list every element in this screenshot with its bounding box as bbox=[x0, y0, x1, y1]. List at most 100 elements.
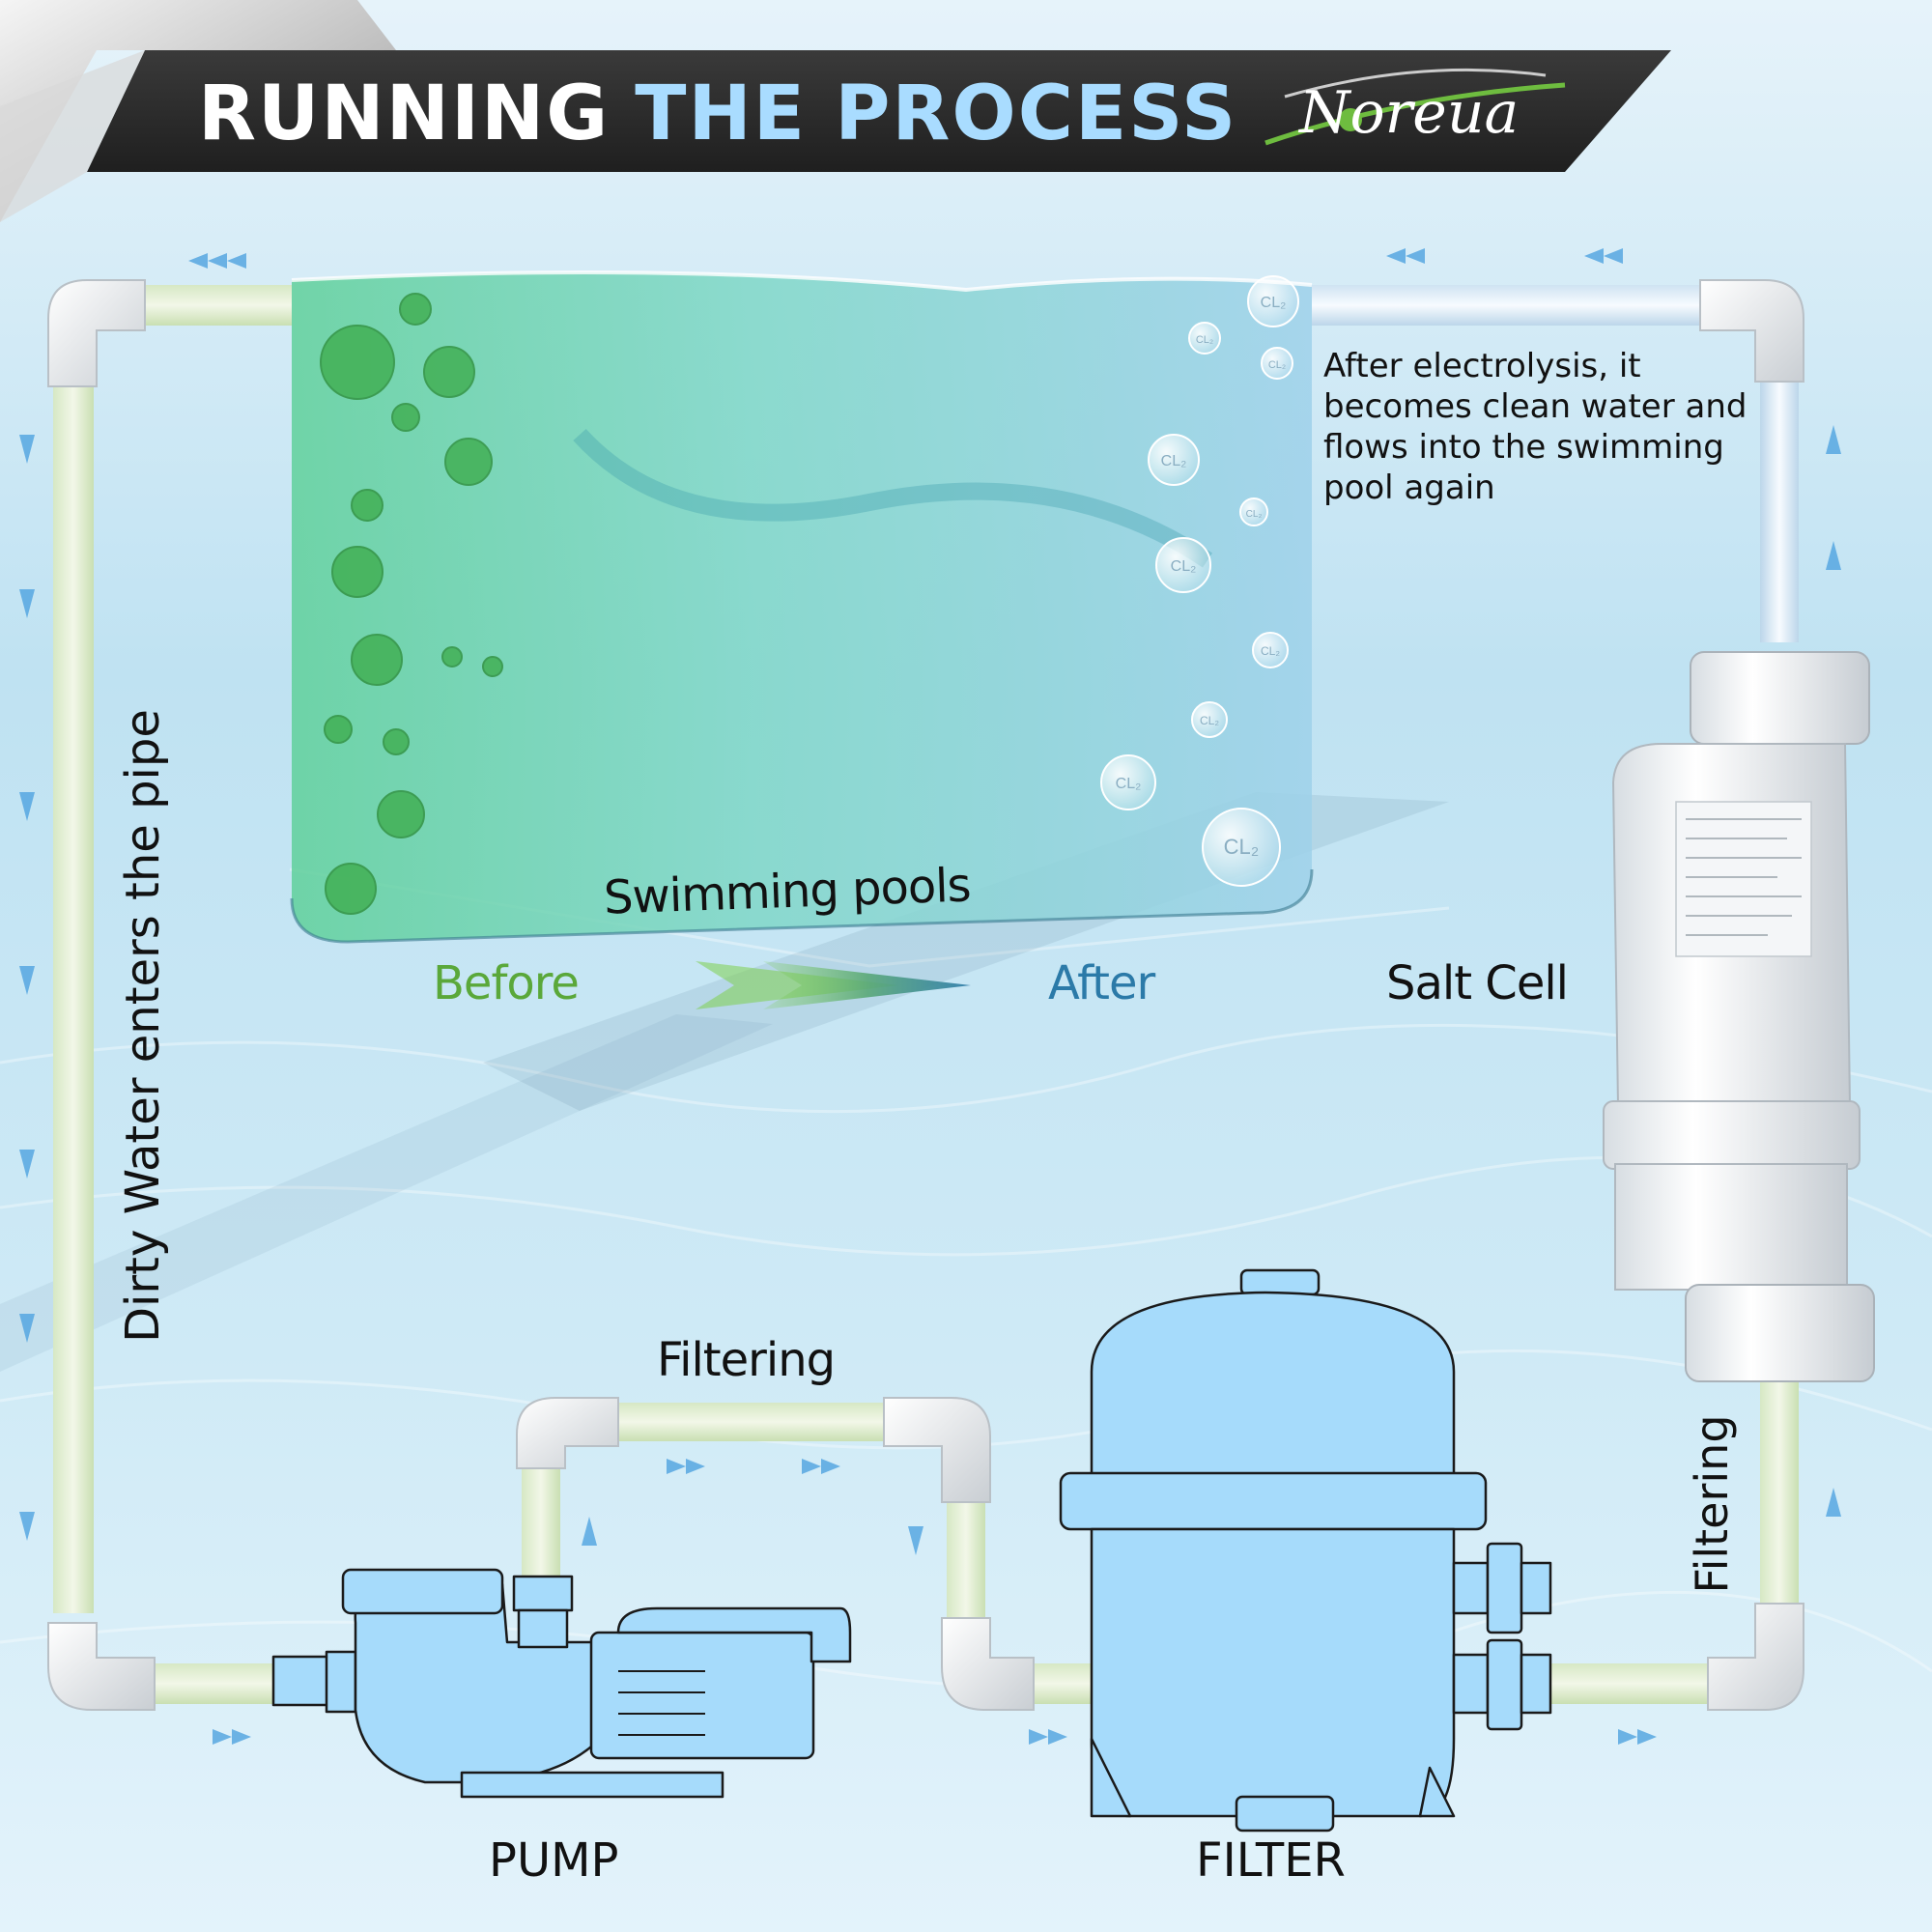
filter-port-upper-end bbox=[1520, 1561, 1552, 1615]
elbow-fitting bbox=[1707, 1603, 1804, 1711]
arrow-down-icon bbox=[19, 1150, 35, 1179]
arrow-left-icon bbox=[227, 253, 246, 269]
bacteria-icon bbox=[391, 403, 420, 432]
after-electrolysis-text: After electrolysis, it becomes clean wat… bbox=[1323, 347, 1747, 507]
arrow-down-icon bbox=[19, 966, 35, 995]
pipe-top-left bbox=[126, 285, 292, 326]
bacteria-icon bbox=[351, 634, 403, 686]
elbow-fitting bbox=[47, 279, 146, 387]
before-after-arrow bbox=[696, 961, 971, 1009]
arrow-right-icon bbox=[802, 1459, 821, 1474]
header-corner-shade bbox=[0, 50, 145, 222]
elbow-fitting bbox=[883, 1397, 991, 1503]
filter-leg-left bbox=[1090, 1737, 1132, 1818]
bubble-label: CL₂ bbox=[1200, 714, 1219, 727]
filter-top-valve bbox=[1239, 1268, 1321, 1296]
filter-dome bbox=[1090, 1291, 1456, 1480]
salt-cell-device bbox=[1603, 651, 1875, 1382]
filter-port-lower bbox=[1452, 1653, 1490, 1715]
pump-label: PUMP bbox=[489, 1833, 619, 1888]
bubble-label: CL₂ bbox=[1246, 509, 1263, 520]
bubble-label: CL₂ bbox=[1268, 359, 1286, 371]
filter-leg-right bbox=[1418, 1766, 1456, 1818]
page-title: RUNNING THE PROCESS bbox=[198, 56, 1237, 172]
arrow-up-icon bbox=[1826, 1488, 1841, 1517]
arrow-down-icon bbox=[19, 589, 35, 618]
title-part-2: THE PROCESS bbox=[635, 71, 1238, 157]
bacteria-icon bbox=[482, 656, 503, 677]
elbow-fitting bbox=[941, 1617, 1035, 1711]
bubble-icon bbox=[1247, 275, 1299, 327]
filter-port-upper-flange bbox=[1486, 1542, 1523, 1634]
bubble-label: CL₂ bbox=[1224, 835, 1260, 859]
arrow-down-icon bbox=[19, 1314, 35, 1343]
elbow-fitting bbox=[516, 1397, 619, 1469]
pipe-bottom-left bbox=[145, 1663, 275, 1704]
pump-inlet-flange bbox=[325, 1650, 357, 1714]
bubble-label: CL₂ bbox=[1261, 644, 1280, 658]
pump-device bbox=[271, 1568, 852, 1799]
pipe-down-to-filter bbox=[947, 1492, 985, 1628]
arrow-left-icon bbox=[208, 253, 227, 269]
salt-cell-label: Salt Cell bbox=[1386, 956, 1569, 1010]
bubble-icon bbox=[1202, 808, 1281, 887]
pump-outlet-neck bbox=[517, 1608, 569, 1649]
arrow-up-icon bbox=[582, 1517, 597, 1546]
bacteria-icon bbox=[351, 489, 384, 522]
header-corner bbox=[0, 0, 396, 222]
pipe-clean-vertical bbox=[1760, 372, 1799, 642]
arrow-down-icon bbox=[19, 1512, 35, 1541]
filter-label: FILTER bbox=[1196, 1833, 1346, 1888]
bubble-icon bbox=[1188, 322, 1221, 355]
arrow-right-icon bbox=[1618, 1729, 1637, 1745]
bubble-icon bbox=[1239, 497, 1268, 526]
bubble-label: CL₂ bbox=[1116, 776, 1142, 792]
arrow-right-icon bbox=[232, 1729, 251, 1745]
pump-base bbox=[460, 1771, 724, 1799]
pump-lid bbox=[341, 1568, 504, 1615]
pipe-filtering-top bbox=[609, 1403, 894, 1441]
bacteria-icon bbox=[324, 715, 353, 744]
pipe-elbows bbox=[47, 279, 1804, 1711]
arrow-right-icon bbox=[686, 1459, 705, 1474]
bacteria-icon bbox=[377, 790, 425, 838]
elbow-fitting bbox=[47, 1622, 156, 1711]
bacteria-icon bbox=[441, 646, 463, 668]
pool-lane-line bbox=[0, 1014, 773, 1372]
salt-cell-lower bbox=[1614, 1163, 1848, 1291]
swimming-pool bbox=[290, 270, 1314, 944]
arrow-up-icon bbox=[1826, 425, 1841, 454]
logo-wheel-icon bbox=[1339, 108, 1362, 131]
bacteria-icon bbox=[331, 546, 384, 598]
filter-port-lower-flange bbox=[1486, 1638, 1523, 1731]
arrow-right-icon bbox=[1029, 1729, 1048, 1745]
chlorine-bubbles: CL₂ CL₂ CL₂ CL₂ CL₂ CL₂ CL₂ CL₂ CL₂ CL₂ bbox=[1100, 275, 1299, 887]
filter-device bbox=[1059, 1268, 1552, 1833]
bubble-icon bbox=[1100, 754, 1156, 810]
arrow-left-icon bbox=[188, 253, 208, 269]
pump-motor bbox=[589, 1631, 815, 1760]
salt-cell-band bbox=[1603, 1100, 1861, 1170]
after-label: After bbox=[1048, 956, 1155, 1010]
pump-outlet bbox=[512, 1575, 574, 1612]
elbow-fitting bbox=[1699, 279, 1804, 383]
bubble-icon bbox=[1155, 537, 1211, 593]
title-part-1: RUNNING bbox=[198, 71, 611, 157]
flow-arrows bbox=[19, 248, 1841, 1745]
arrow-down-icon bbox=[19, 792, 35, 821]
bacteria-icon bbox=[320, 325, 395, 400]
filter-base bbox=[1235, 1795, 1335, 1833]
arrow-left-icon bbox=[1406, 248, 1425, 264]
bubble-icon bbox=[1252, 632, 1289, 668]
arrow-down-icon bbox=[19, 435, 35, 464]
arrow-right-icon bbox=[821, 1459, 840, 1474]
filter-tank bbox=[1090, 1527, 1456, 1818]
bubble-label: CL₂ bbox=[1261, 295, 1287, 311]
arrow-right-icon bbox=[1637, 1729, 1657, 1745]
arrow-left-icon bbox=[1604, 248, 1623, 264]
salt-cell-bottom-cap bbox=[1685, 1284, 1875, 1382]
pump-inlet bbox=[271, 1655, 333, 1707]
bubble-icon bbox=[1261, 347, 1293, 380]
